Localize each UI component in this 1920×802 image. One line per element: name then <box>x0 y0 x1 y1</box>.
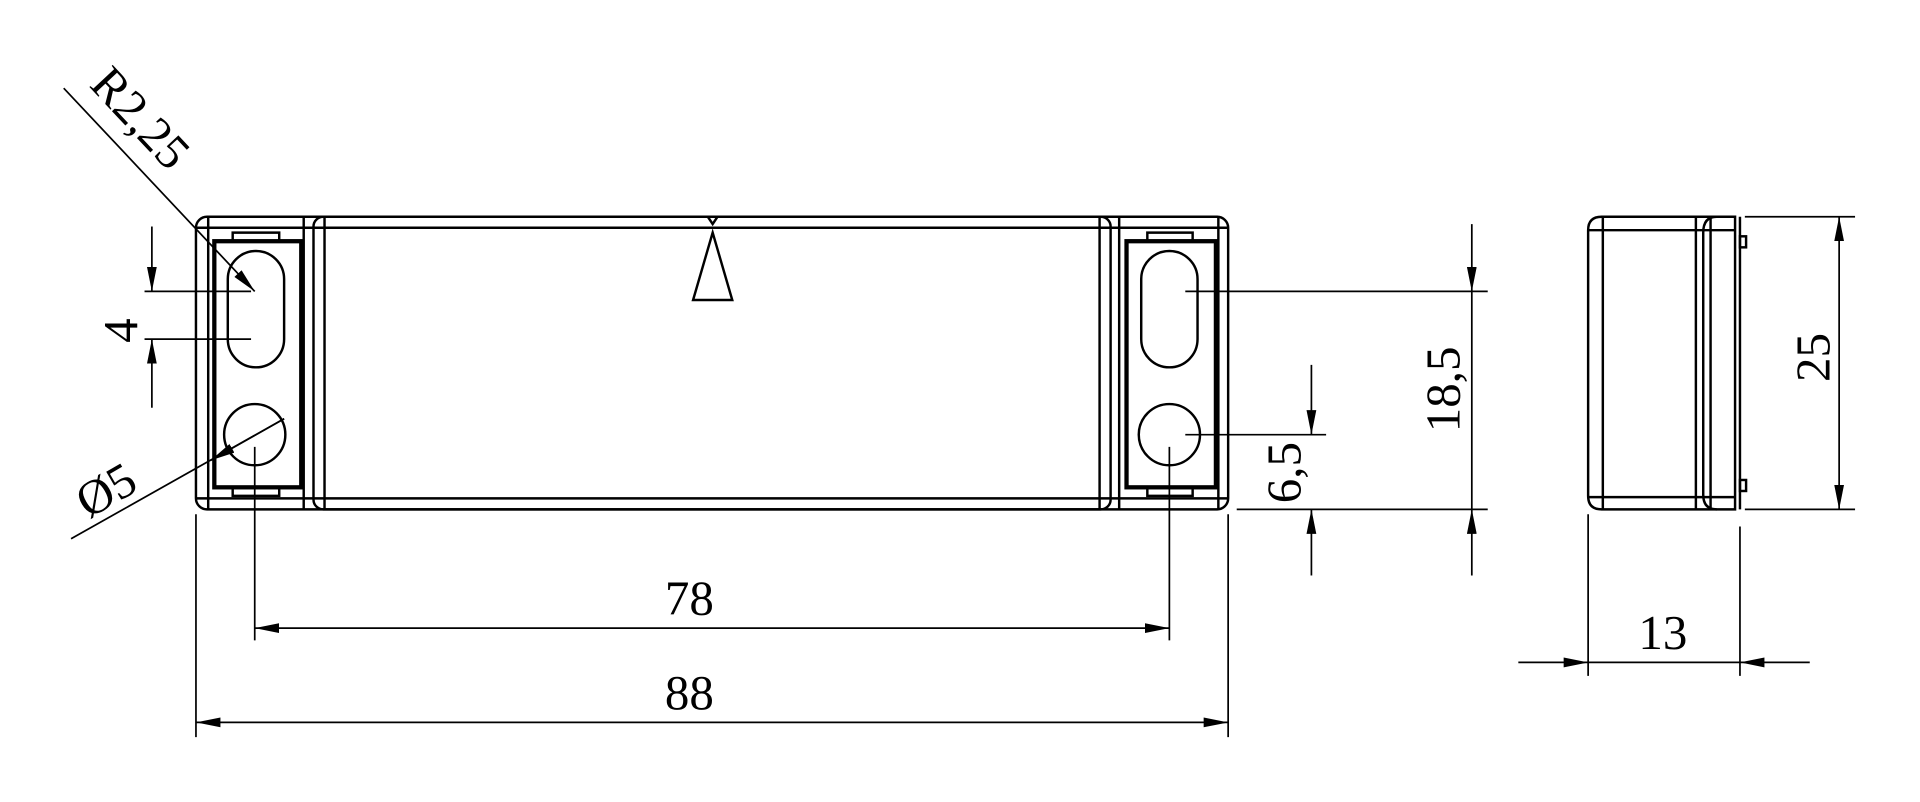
hole-diameter-label: Ø5 <box>66 451 145 529</box>
side-view <box>1586 215 1748 511</box>
left-slot <box>226 249 286 369</box>
dimension-slot-width: 4 <box>93 226 252 408</box>
dimension-hole-spacing: 78 <box>253 446 1171 641</box>
dimension-overall-length: 88 <box>195 514 1230 738</box>
left-mounting-plate <box>212 231 304 498</box>
dimension-hole-diameter: Ø5 <box>66 418 285 540</box>
depth-label: 13 <box>1638 605 1687 660</box>
slot-offset-label: 18,5 <box>1416 347 1471 433</box>
hole-spacing-label: 78 <box>665 571 714 626</box>
dimension-radius: R2,25 <box>63 56 256 293</box>
dimension-depth: 13 <box>1518 514 1810 676</box>
slot-width-label: 4 <box>93 318 148 342</box>
radius-label: R2,25 <box>80 56 201 180</box>
right-mounting-plate <box>1124 231 1219 498</box>
right-slot <box>1139 249 1199 369</box>
front-view <box>194 215 1230 511</box>
dimension-slot-offset: 18,5 <box>1185 224 1488 576</box>
hole-offset-label: 6,5 <box>1256 442 1311 503</box>
dimension-height: 25 <box>1744 215 1856 511</box>
alignment-triangle <box>691 228 734 302</box>
overall-length-label: 88 <box>665 665 714 720</box>
dimension-hole-offset: 6,5 <box>1185 364 1488 576</box>
height-label: 25 <box>1785 333 1840 382</box>
